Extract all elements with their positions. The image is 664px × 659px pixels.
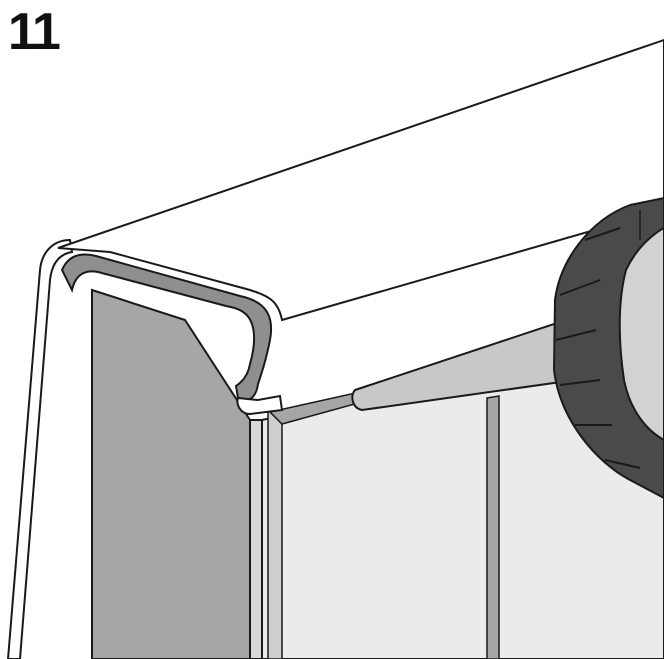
panel-divider-right [486,395,500,659]
step-number: 11 [8,3,61,61]
rail-hook [236,394,284,416]
top-rail [57,38,664,322]
sealant-tube-icon [552,196,664,500]
outer-frame-edge [6,238,74,659]
panel-edge-strip [267,409,283,659]
rail-profile [60,253,273,402]
inner-side-panel [91,288,251,659]
sealant-nozzle [351,320,577,412]
panel-gap-left [249,419,263,659]
